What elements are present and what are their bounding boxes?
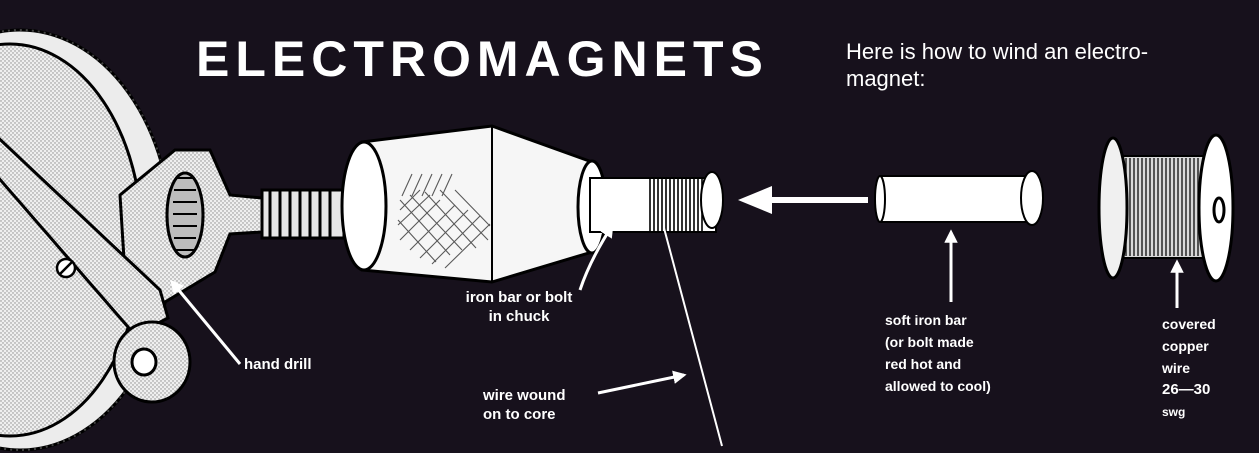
intro-line-2: magnet: xyxy=(846,65,1246,92)
iron-bar-with-winding xyxy=(590,172,723,232)
hand-drill-illustration xyxy=(0,30,344,450)
page-title: ELECTROMAGNETS xyxy=(196,30,769,88)
label-wire-wound-line-1: wire wound xyxy=(483,386,566,405)
label-soft-iron-line-1: soft iron bar xyxy=(885,309,991,331)
label-iron-bar-in-chuck: iron bar or bolt in chuck xyxy=(449,288,589,326)
wire-lead-line xyxy=(664,228,722,446)
drill-chuck-illustration xyxy=(342,126,606,282)
label-soft-iron-bar: soft iron bar (or bolt made red hot and … xyxy=(885,309,991,397)
insert-arrow xyxy=(738,186,868,214)
label-wire-wound: wire wound on to core xyxy=(483,386,566,424)
label-iron-bar-line-2: in chuck xyxy=(449,307,589,326)
intro-line-1: Here is how to wind an electro- xyxy=(846,38,1246,65)
label-copper-line-4: 26—30 xyxy=(1162,379,1216,401)
label-copper-line-3: wire xyxy=(1162,357,1216,379)
label-soft-iron-line-4: allowed to cool) xyxy=(885,375,991,397)
label-soft-iron-line-3: red hot and xyxy=(885,353,991,375)
label-copper-line-2: copper xyxy=(1162,335,1216,357)
label-copper-line-5: swg xyxy=(1162,401,1216,423)
label-wire-wound-line-2: on to core xyxy=(483,405,566,424)
label-covered-copper-wire: covered copper wire 26—30 swg xyxy=(1162,313,1216,423)
label-hand-drill: hand drill xyxy=(244,355,312,374)
wire-spool-illustration xyxy=(1099,135,1233,281)
pointer-arrow-wire-wound xyxy=(598,375,684,393)
label-soft-iron-line-2: (or bolt made xyxy=(885,331,991,353)
soft-iron-bar-illustration xyxy=(875,171,1043,225)
label-iron-bar-line-1: iron bar or bolt xyxy=(449,288,589,307)
intro-text: Here is how to wind an electro- magnet: xyxy=(846,38,1246,92)
label-copper-line-1: covered xyxy=(1162,313,1216,335)
